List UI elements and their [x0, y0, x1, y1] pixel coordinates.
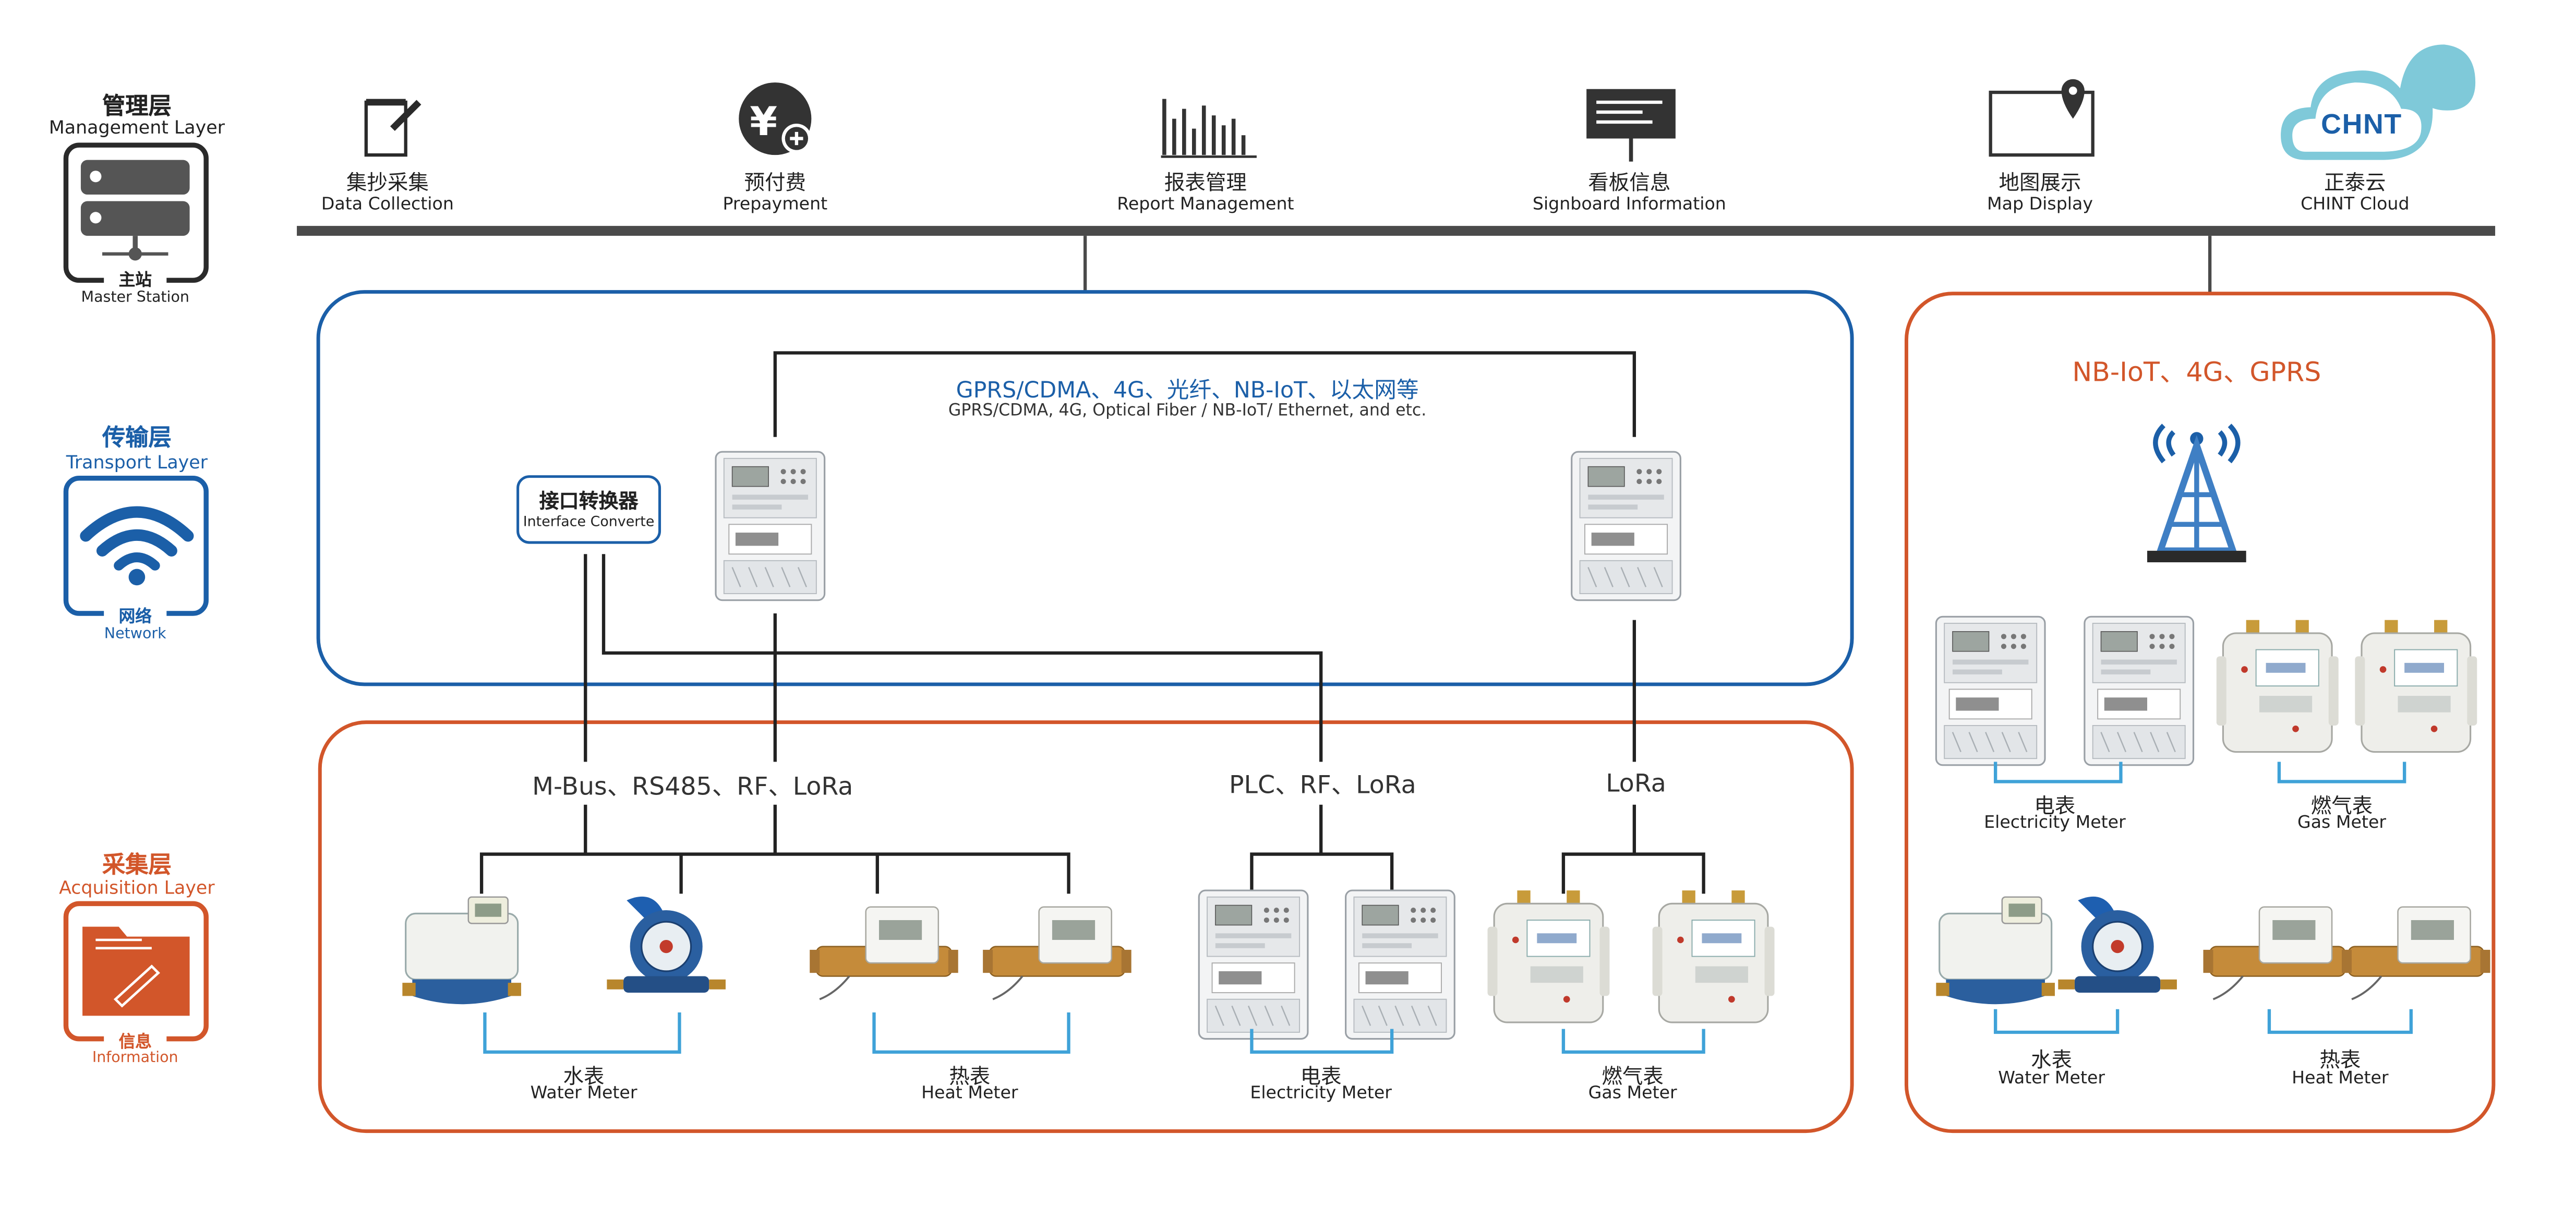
- transport-layer-title: 传输层: [102, 425, 172, 452]
- master-station-cn: 主站: [118, 272, 152, 291]
- management-layer-title: 管理层: [102, 94, 172, 120]
- heat-meter-cn: 热表: [949, 1064, 991, 1089]
- master-station-en: Master Station: [81, 290, 189, 307]
- management-bus: [297, 226, 2496, 236]
- server-icon: [63, 142, 209, 287]
- transport-box: [316, 290, 1854, 686]
- interface-converter-en: Interface Converte: [523, 514, 655, 531]
- module-signboard-cn: 看板信息: [1588, 170, 1671, 195]
- module-prepayment-en: Prepayment: [723, 195, 828, 214]
- electricity-meter-cn: 电表: [1300, 1064, 1342, 1089]
- protocol-plc: PLC、RF、LoRa: [1229, 770, 1416, 800]
- module-data-collection-cn: 集抄采集: [346, 170, 429, 195]
- cloud-gas-meter-cn: 燃气表: [2310, 793, 2373, 818]
- cloud-electricity-meter-en: Electricity Meter: [1984, 813, 2126, 833]
- information-en: Information: [92, 1050, 178, 1067]
- network-protocols-cn: GPRS/CDMA、4G、光纤、NB-IoT、以太网等: [956, 377, 1419, 404]
- gas-meter-cn: 燃气表: [1602, 1064, 1664, 1089]
- cloud-water-meter-en: Water Meter: [1998, 1068, 2105, 1089]
- cloud-water-meter-cn: 水表: [2031, 1047, 2073, 1072]
- cloud-icon: [2281, 44, 2476, 160]
- concentrator-right: [1571, 451, 1681, 601]
- information-cn: 信息: [118, 1034, 152, 1052]
- meter-brackets: [483, 1012, 1705, 1054]
- module-chint-cloud-en: CHINT Cloud: [2301, 195, 2410, 214]
- interface-converter-cn: 接口转换器: [539, 489, 639, 513]
- protocol-lora: LoRa: [1606, 768, 1666, 799]
- module-report-management-en: Report Management: [1117, 195, 1294, 214]
- transport-layer-subtitle: Transport Layer: [66, 452, 208, 474]
- module-map-display-en: Map Display: [1987, 195, 2093, 214]
- bar-chart-icon: [1161, 99, 1257, 158]
- acquisition-layer-title: 采集层: [102, 852, 172, 879]
- module-signboard-en: Signboard Information: [1532, 195, 1726, 214]
- module-chint-cloud-cn: 正泰云: [2324, 170, 2386, 195]
- cloud-heat-meter-cn: 热表: [2319, 1047, 2361, 1072]
- module-map-display-cn: 地图展示: [1999, 170, 2081, 195]
- acquisition-layer-subtitle: Acquisition Layer: [59, 877, 215, 899]
- pencil-note-icon: [364, 99, 422, 157]
- cloud-side-box: [1904, 292, 2496, 1133]
- cloud-protocols: NB-IoT、4G、GPRS: [2072, 356, 2321, 388]
- gas-meter-en: Gas Meter: [1588, 1083, 1677, 1103]
- connection-lines: [479, 554, 1705, 894]
- cloud-gas-meter-en: Gas Meter: [2297, 813, 2387, 833]
- protocol-mbus: M-Bus、RS485、RF、LoRa: [532, 771, 853, 802]
- electricity-meter-en: Electricity Meter: [1250, 1083, 1392, 1103]
- cloud-meter-brackets: [1994, 762, 2413, 1034]
- cloud-electricity-meter-cn: 电表: [2034, 793, 2076, 818]
- yuan-coin-icon: ¥: [739, 82, 812, 155]
- wifi-icon: [63, 476, 209, 620]
- signal-tower-icon: [2147, 424, 2246, 563]
- acquisition-box: [318, 720, 1854, 1133]
- svg-text:¥: ¥: [750, 99, 777, 144]
- map-pin-icon: [1989, 79, 2094, 157]
- network-cn: 网络: [118, 608, 152, 627]
- signboard-icon: [1586, 89, 1676, 162]
- water-meter-cn: 水表: [563, 1064, 605, 1089]
- water-meter-en: Water Meter: [530, 1083, 637, 1103]
- network-protocols-en: GPRS/CDMA, 4G, Optical Fiber / NB-IoT/ E…: [948, 402, 1427, 421]
- folder-icon: [63, 901, 209, 1046]
- heat-meter-en: Heat Meter: [921, 1083, 1018, 1103]
- module-prepayment-cn: 预付费: [744, 170, 806, 195]
- module-report-management-cn: 报表管理: [1164, 170, 1247, 195]
- cloud-heat-meter-en: Heat Meter: [2292, 1068, 2389, 1089]
- interface-converter-box: [516, 475, 661, 544]
- concentrator-left: [715, 451, 826, 601]
- management-layer-subtitle: Management Layer: [49, 117, 225, 139]
- chint-logo: CHNT: [2321, 108, 2402, 140]
- network-en: Network: [104, 626, 166, 643]
- module-data-collection-en: Data Collection: [321, 195, 454, 214]
